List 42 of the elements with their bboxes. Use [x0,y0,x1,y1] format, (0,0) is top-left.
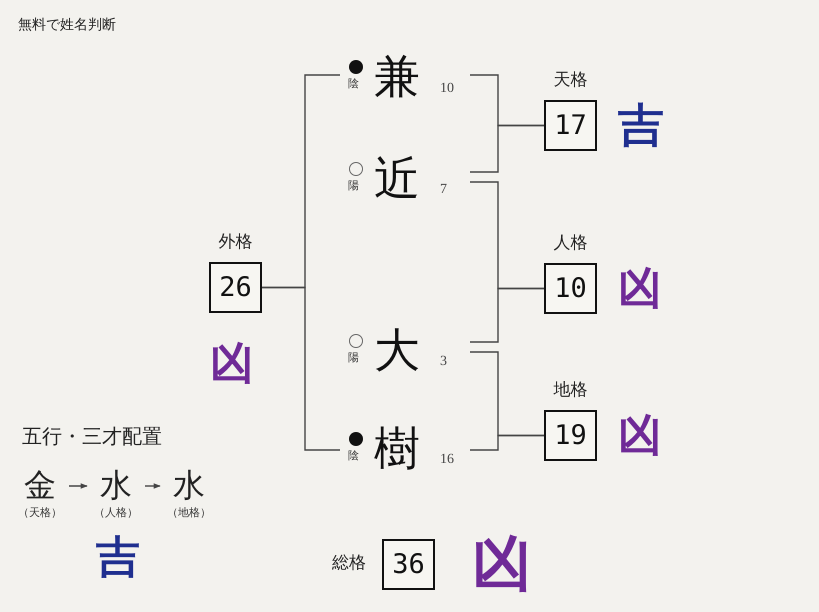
stroke-count: 3 [440,353,447,371]
category-note: （人格） [93,506,139,520]
stroke-count: 7 [440,181,447,199]
name-character: 兼 [373,48,421,104]
category-note: （地格） [166,506,212,520]
score-box: 17 [544,100,597,151]
category-heading: 地格 [552,380,588,400]
element-character: 水 [99,466,133,504]
yin-yang-label: 陽 [348,352,359,364]
arrow [145,483,161,489]
bracket-connector [470,124,544,173]
stroke-count: 16 [440,451,454,469]
yin-yang-label: 陰 [348,78,359,90]
category-heading: 総格 [331,553,366,573]
score-box: 26 [209,262,262,313]
bracket-connector [470,434,544,451]
fortune-mark: 吉 [618,100,664,150]
arrow [69,483,88,489]
yin-yang-label: 陽 [348,180,359,192]
section-heading: 五行・三才配置 [22,424,162,448]
yin-yang-label: 陰 [348,450,359,462]
bracket-connector [262,286,340,451]
name-character: 樹 [373,420,421,476]
score-box: 10 [544,263,597,314]
fortune-mark: 凶 [618,412,662,460]
fortune-mark: 凶 [472,532,532,596]
fortune-mark: 凶 [210,340,254,388]
category-heading: 人格 [552,233,588,253]
category-heading: 外格 [218,232,254,252]
page-title: 無料で姓名判断 [18,16,116,34]
score-box: 19 [544,410,597,461]
name-character: 大 [373,322,421,378]
name-character: 近 [373,150,421,206]
category-note: （天格） [17,506,63,520]
category-heading: 天格 [552,70,588,90]
fortune-mark: 吉 [96,534,140,582]
element-character: 水 [172,466,206,504]
stroke-count: 10 [440,80,454,98]
score-box: 36 [382,539,435,590]
bracket-connector [470,288,544,343]
fortune-mark: 凶 [618,265,662,313]
element-character: 金 [23,466,57,504]
